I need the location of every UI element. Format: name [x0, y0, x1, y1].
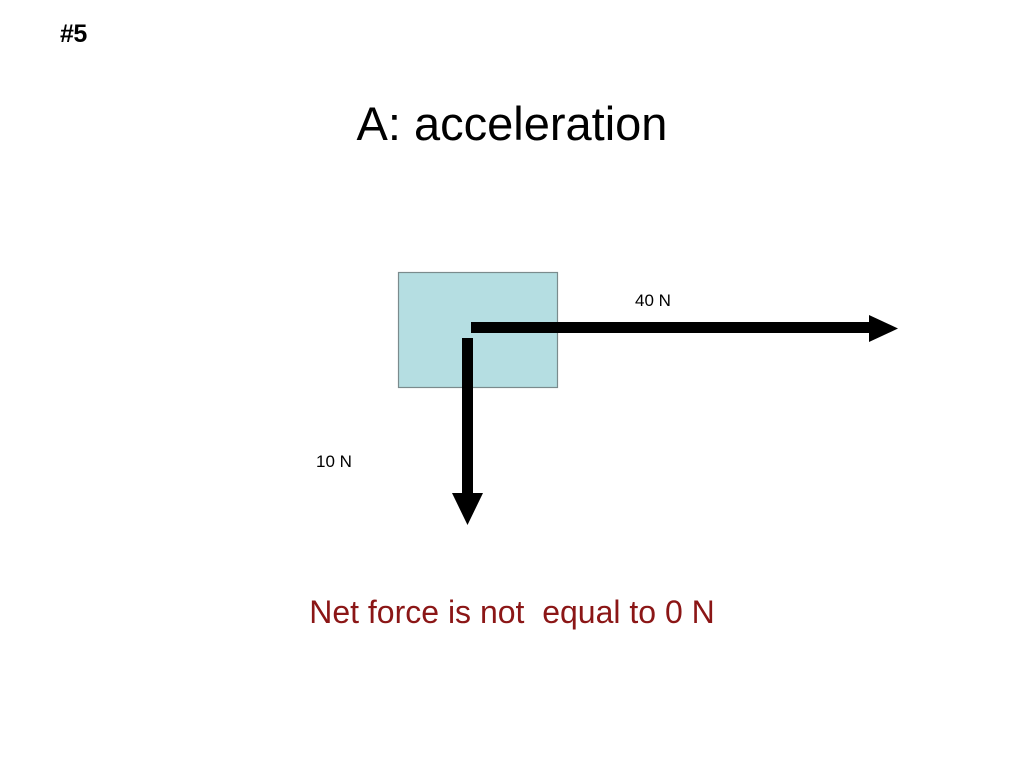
arrow-shaft-vertical: [462, 338, 473, 496]
force-label-40n: 40 N: [635, 291, 671, 310]
page-title: A: acceleration: [356, 97, 668, 151]
arrow-head-down: [452, 493, 483, 525]
arrow-shaft-horizontal: [471, 322, 877, 333]
force-arrow-40n-right: [471, 315, 898, 342]
slide-number: #5: [60, 20, 87, 48]
force-label-10n: 10 N: [316, 452, 352, 471]
force-arrow-10n-down: [452, 338, 483, 525]
conclusion-text: Net force is not equal to 0 N: [309, 594, 715, 630]
arrow-head-right: [869, 315, 898, 342]
